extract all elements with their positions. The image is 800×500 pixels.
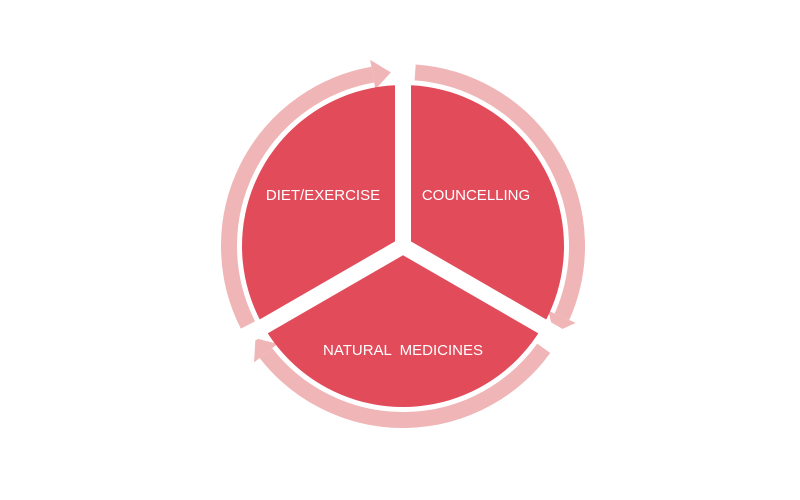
arrow-head-left — [254, 338, 278, 363]
segment-label-councelling: COUNCELLING — [422, 187, 530, 204]
arrow-ring — [221, 59, 585, 428]
arrow-head-top — [370, 59, 391, 90]
divider-lower-left — [237, 239, 408, 346]
divider-lower-right — [399, 239, 569, 346]
arrow-arc-right — [414, 64, 585, 321]
arrow-arc-top — [221, 66, 375, 329]
segment-label-diet-exercise: DIET/EXERCISE — [266, 187, 380, 204]
segment-dividers — [237, 60, 569, 346]
arrow-arc-left — [259, 343, 551, 428]
segment-label-natural-medicines: NATURAL MEDICINES — [323, 342, 483, 359]
